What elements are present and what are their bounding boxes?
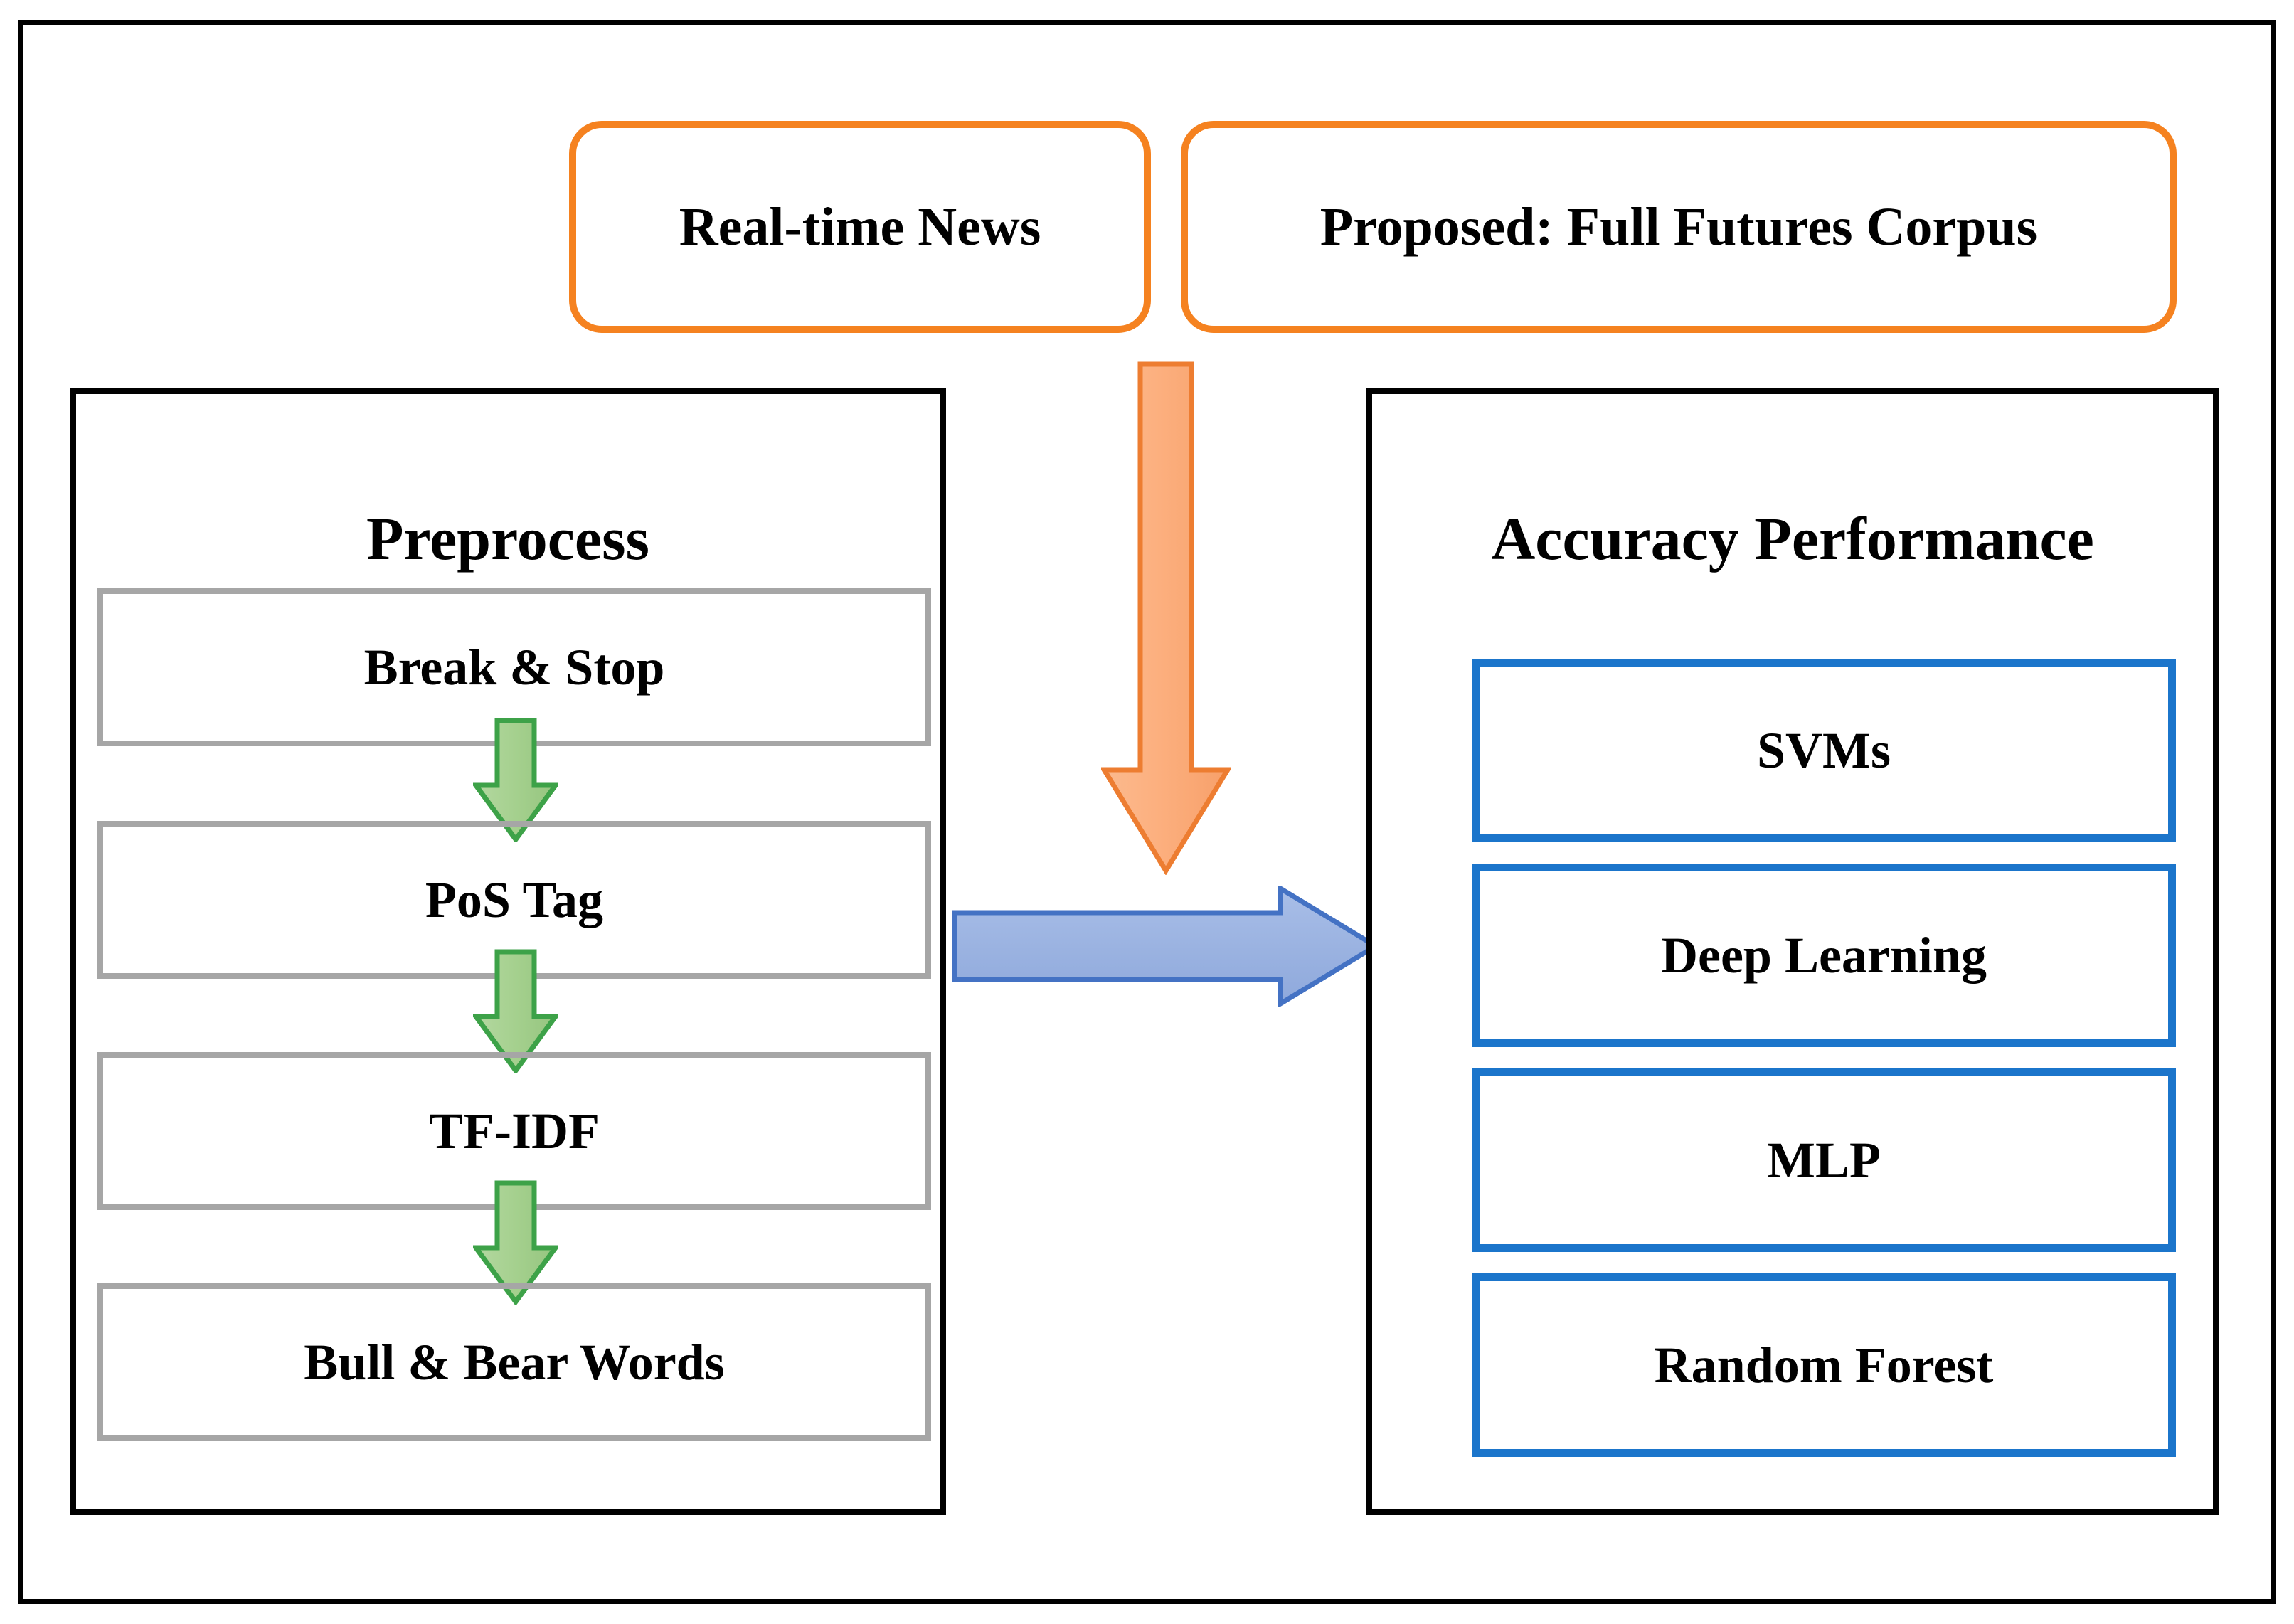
source-box-real-time-news[interactable]: Real-time News — [569, 121, 1151, 333]
corpus-to-models-arrow-icon — [1099, 361, 1233, 876]
preprocess-panel: Preprocess Break & Stop PoS Tag — [70, 388, 946, 1515]
model-box-svms[interactable]: SVMs — [1472, 659, 2176, 842]
pos-tag-to-tfidf-arrow-icon — [471, 949, 561, 1075]
source-box-label: Proposed: Full Futures Corpus — [1319, 197, 2038, 257]
model-box-random-forest[interactable]: Random Forest — [1472, 1273, 2176, 1457]
model-box-label: SVMs — [1756, 722, 1891, 779]
model-box-mlp[interactable]: MLP — [1472, 1068, 2176, 1252]
diagram-outer-frame — [18, 20, 2276, 1604]
model-box-label: Deep Learning — [1661, 927, 1987, 984]
accuracy-panel-title: Accuracy Performance — [1491, 504, 2094, 573]
step-box-label: Bull & Bear Words — [304, 1334, 725, 1391]
step-box-bull-and-bear-words[interactable]: Bull & Bear Words — [97, 1283, 931, 1441]
source-box-full-futures-corpus[interactable]: Proposed: Full Futures Corpus — [1181, 121, 2177, 333]
step-box-label: TF-IDF — [429, 1103, 600, 1159]
step-box-label: PoS Tag — [425, 871, 604, 928]
model-box-label: MLP — [1767, 1132, 1881, 1189]
accuracy-performance-panel: Accuracy Performance SVMs Deep Learning … — [1366, 388, 2219, 1515]
break-stop-to-pos-tag-arrow-icon — [471, 718, 561, 844]
tfidf-to-bull-bear-arrow-icon — [471, 1180, 561, 1306]
preprocess-to-accuracy-arrow-icon — [952, 883, 1381, 1009]
preprocess-panel-title: Preprocess — [366, 504, 650, 573]
step-box-label: Break & Stop — [363, 639, 665, 696]
source-box-label: Real-time News — [679, 197, 1041, 257]
model-box-deep-learning[interactable]: Deep Learning — [1472, 864, 2176, 1047]
model-box-label: Random Forest — [1654, 1337, 1994, 1394]
